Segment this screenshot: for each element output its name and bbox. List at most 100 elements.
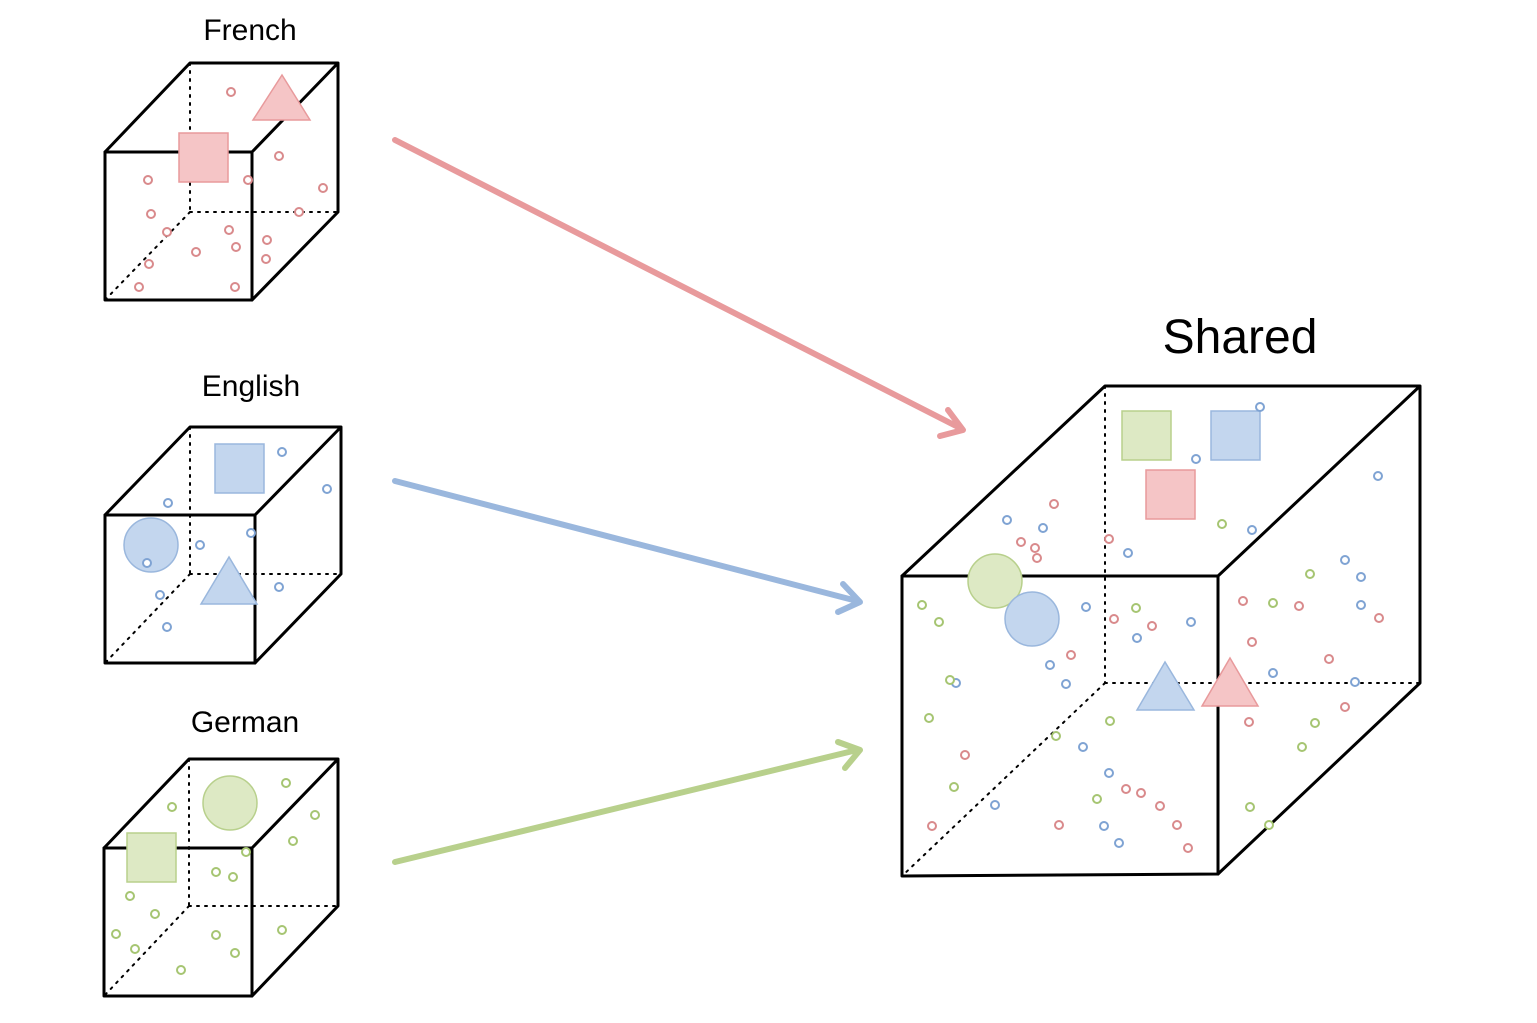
shared-german-square [1121, 410, 1172, 461]
embedding-point [1078, 742, 1088, 752]
german-space: German [102, 706, 340, 998]
embedding-point [1045, 660, 1055, 670]
embedding-point [945, 675, 955, 685]
embedding-point [934, 617, 944, 627]
embedding-point [949, 782, 959, 792]
embedding-point [261, 254, 271, 264]
embedding-point [1051, 731, 1061, 741]
shared-french-square [1145, 469, 1196, 520]
embedding-point [288, 836, 298, 846]
embedding-point [143, 175, 153, 185]
shared-french-dots [927, 499, 1384, 853]
embedding-point [195, 540, 205, 550]
embedding-point [1294, 601, 1304, 611]
embedding-point [318, 183, 328, 193]
embedding-point [241, 847, 251, 857]
shared-french-triangle [1200, 656, 1260, 707]
embedding-point [294, 207, 304, 217]
embedding-point [990, 800, 1000, 810]
embedding-point [226, 87, 236, 97]
embedding-point [1054, 820, 1064, 830]
embedding-point [1104, 768, 1114, 778]
embedding-point [1131, 603, 1141, 613]
embedding-point [1002, 515, 1012, 525]
embedding-point [1305, 569, 1315, 579]
embedding-point [1136, 788, 1146, 798]
german-label: German [191, 706, 299, 739]
embedding-point [191, 247, 201, 257]
embedding-point [155, 590, 165, 600]
shared-cube [900, 384, 1422, 878]
cube-edge [900, 574, 1220, 878]
embedding-point [1105, 716, 1115, 726]
embedding-point [231, 242, 241, 252]
shared-space: Shared [900, 311, 1422, 878]
english-space: English [103, 370, 343, 665]
embedding-point [1030, 543, 1040, 553]
embedding-point [1324, 654, 1334, 664]
french-label: French [203, 14, 296, 47]
embedding-point [1340, 555, 1350, 565]
german-cube [102, 757, 340, 998]
shared-german-circle [967, 553, 1023, 609]
french-square [178, 132, 229, 183]
embedding-point [162, 622, 172, 632]
embedding-point [322, 484, 332, 494]
french-to-shared-arrow [392, 137, 966, 439]
english-dots [142, 447, 332, 632]
embedding-point [1186, 617, 1196, 627]
embedding-point [224, 225, 234, 235]
embedding-point [163, 498, 173, 508]
embedding-point [1147, 621, 1157, 631]
german-square [126, 832, 177, 883]
embedding-point [1191, 454, 1201, 464]
embedding-point [228, 872, 238, 882]
cube-hidden-edge [104, 426, 342, 664]
embedding-point [1081, 602, 1091, 612]
embedding-point [146, 209, 156, 219]
embedding-point [1247, 525, 1257, 535]
embedding-point [1109, 614, 1119, 624]
german-points [111, 775, 320, 975]
embedding-point [230, 282, 240, 292]
embedding-point [1061, 679, 1071, 689]
embedding-point [134, 282, 144, 292]
french-dots [134, 87, 328, 292]
embedding-point [1297, 742, 1307, 752]
mapping-arrows [392, 137, 966, 865]
cube-edge [103, 425, 343, 665]
embedding-point [1310, 718, 1320, 728]
embedding-point [1374, 613, 1384, 623]
embedding-point [917, 600, 927, 610]
embedding-point [1092, 794, 1102, 804]
embedding-point [960, 750, 970, 760]
embedding-point [1356, 572, 1366, 582]
french-space: French [103, 14, 340, 302]
embedding-point [1340, 702, 1350, 712]
embedding-point [1032, 553, 1042, 563]
shared-label: Shared [1163, 311, 1318, 364]
embedding-point [246, 528, 256, 538]
embedding-point [927, 821, 937, 831]
embedding-point [130, 944, 140, 954]
shared-english-dots [951, 402, 1383, 848]
embedding-point [1121, 784, 1131, 794]
shared-english-square [1210, 410, 1261, 461]
embedding-point [262, 235, 272, 245]
french-points [134, 73, 328, 292]
embedding-point [1247, 637, 1257, 647]
embedding-point [1373, 471, 1383, 481]
embedding-point [1356, 600, 1366, 610]
embedding-point [1217, 519, 1227, 529]
embedding-point [144, 259, 154, 269]
shared-german-dots [917, 519, 1320, 830]
embedding-point [310, 810, 320, 820]
embedding-point [1066, 650, 1076, 660]
french-triangle [251, 73, 312, 121]
shared-english-triangle [1135, 660, 1196, 711]
embedding-point [277, 925, 287, 935]
embedding-point [125, 891, 135, 901]
embedding-point [1172, 820, 1182, 830]
shared-english-circle [1004, 591, 1060, 647]
